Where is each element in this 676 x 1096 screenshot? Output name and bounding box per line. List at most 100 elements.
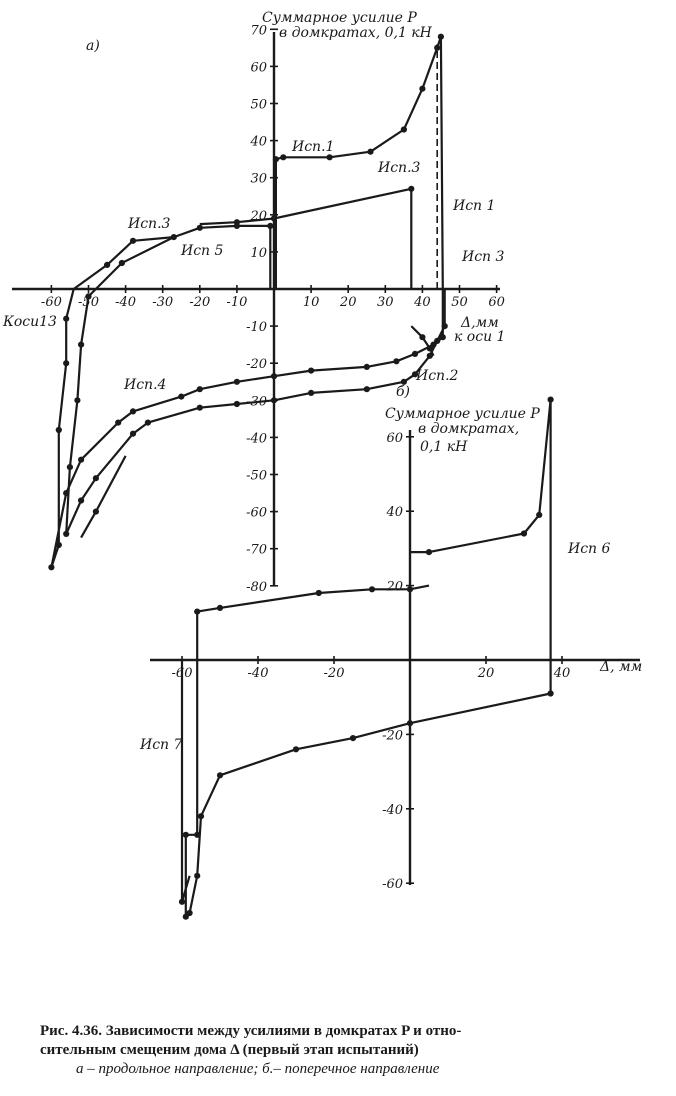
a-x-tick-label: -40 bbox=[115, 295, 136, 310]
annotation-isp2: Исп.2 bbox=[415, 368, 459, 384]
caption-line-2: сительным смещеним дома Δ (первый этап и… bbox=[40, 1042, 419, 1058]
a-data-point bbox=[419, 85, 426, 92]
panel-b-label: б) bbox=[396, 384, 410, 400]
b-data-point bbox=[547, 396, 554, 403]
b-y-tick-label: 60 bbox=[386, 431, 403, 446]
b-data-point bbox=[520, 530, 528, 537]
annotation-isp7: Исп 7 bbox=[139, 737, 183, 753]
annotation-isp3-right: Исп 3 bbox=[461, 249, 505, 265]
a-data-point bbox=[196, 404, 203, 411]
panel-b-y-title-line2: в домкратах, bbox=[418, 421, 519, 437]
panel-b-y-title-line3: 0,1 кН bbox=[420, 439, 468, 455]
a-data-point bbox=[78, 497, 85, 504]
caption-line-3: а – продольное направление; б.– поперечн… bbox=[76, 1061, 440, 1077]
b-y-tick-label: -20 bbox=[382, 728, 403, 743]
annotation-isp3-left: Исп.3 bbox=[127, 216, 171, 232]
a-x-tick-label: 30 bbox=[377, 295, 394, 310]
b-data-point bbox=[536, 511, 543, 518]
b-data-point bbox=[194, 872, 201, 879]
a-data-point bbox=[144, 419, 151, 426]
a-data-point bbox=[439, 334, 446, 341]
a-data-point bbox=[63, 315, 70, 322]
a-x-tick-label: -60 bbox=[41, 295, 62, 310]
b-y-tick-label: -40 bbox=[382, 803, 403, 818]
a-data-point bbox=[178, 393, 185, 400]
a-data-point bbox=[196, 224, 203, 231]
a-data-point bbox=[267, 222, 274, 229]
a-data-point bbox=[233, 378, 240, 385]
a-series-line bbox=[50, 224, 444, 569]
b-x-tick-label: 40 bbox=[553, 666, 571, 681]
a-data-point bbox=[92, 508, 99, 515]
panel-a-axes bbox=[12, 32, 500, 585]
a-data-point bbox=[441, 323, 448, 330]
a-data-point bbox=[272, 156, 279, 163]
a-data-point bbox=[434, 44, 441, 51]
a-data-point bbox=[400, 378, 407, 385]
a-series-line bbox=[65, 236, 446, 536]
a-data-point bbox=[129, 408, 137, 415]
b-data-point bbox=[547, 690, 554, 697]
a-data-point bbox=[426, 345, 433, 352]
a-data-point bbox=[78, 456, 85, 463]
panel-a-label: а) bbox=[86, 38, 100, 54]
b-data-point bbox=[182, 913, 189, 920]
a-y-tick-label: -80 bbox=[246, 580, 267, 595]
a-data-point bbox=[118, 259, 125, 267]
annotation-isp1: Исп.1 bbox=[291, 139, 334, 155]
annotation-isp5: Исп 5 bbox=[180, 243, 224, 259]
panel-b-x-title: Δ, мм bbox=[599, 659, 642, 675]
a-data-point bbox=[437, 33, 444, 40]
a-data-point bbox=[233, 219, 240, 226]
a-data-point bbox=[129, 237, 137, 244]
a-y-tick-label: -10 bbox=[246, 320, 267, 335]
a-y-tick-label: 10 bbox=[250, 246, 267, 261]
a-series-line bbox=[410, 325, 435, 357]
panel-a-annotations: Исп.1 Исп.3 Исп 1 Исп 3 Исп.3 Исп 5 Исп.… bbox=[123, 139, 505, 393]
panel-b-series bbox=[178, 396, 554, 920]
a-y-tick-label: -40 bbox=[246, 431, 267, 446]
a-data-point bbox=[104, 261, 111, 268]
a-data-point bbox=[411, 371, 419, 378]
a-y-tick-label: -20 bbox=[246, 357, 267, 372]
a-data-point bbox=[115, 419, 122, 426]
a-data-point bbox=[280, 154, 287, 161]
a-data-point bbox=[63, 360, 70, 367]
b-y-tick-label: 40 bbox=[385, 505, 403, 520]
a-y-tick-label: 60 bbox=[250, 60, 267, 75]
b-x-tick-label: -20 bbox=[324, 666, 345, 681]
a-x-tick-label: 60 bbox=[488, 295, 505, 310]
annotation-isp3-top: Исп.3 bbox=[377, 160, 421, 176]
a-y-tick-label: -50 bbox=[246, 469, 267, 484]
a-data-point bbox=[55, 426, 62, 434]
a-data-point bbox=[270, 373, 278, 380]
a-data-point bbox=[393, 358, 400, 365]
a-y-tick-label: 70 bbox=[250, 23, 267, 38]
b-data-point bbox=[425, 549, 433, 556]
a-series-line bbox=[199, 187, 413, 289]
a-data-point bbox=[74, 397, 81, 404]
a-data-point bbox=[85, 293, 92, 300]
b-x-tick-label: 20 bbox=[477, 666, 495, 681]
a-series-line bbox=[274, 35, 444, 290]
a-x-tick-label: 40 bbox=[413, 295, 431, 310]
a-y-tick-label: 30 bbox=[250, 172, 267, 187]
panel-a-x-title-line1: Δ,мм bbox=[460, 315, 499, 331]
a-data-point bbox=[196, 386, 203, 393]
b-data-point bbox=[315, 589, 322, 597]
b-data-point bbox=[197, 813, 205, 820]
panel-a-y-title-line1: Суммарное усилие P bbox=[262, 10, 417, 26]
panel-a-left-axis-label: Косu13 bbox=[2, 314, 57, 330]
a-data-point bbox=[270, 215, 278, 222]
a-x-tick-label: -10 bbox=[226, 295, 247, 310]
panel-a-series bbox=[48, 33, 448, 571]
a-data-point bbox=[400, 126, 407, 133]
b-data-point bbox=[194, 608, 201, 615]
a-data-point bbox=[78, 341, 85, 348]
b-data-point bbox=[368, 586, 376, 593]
b-data-point bbox=[186, 909, 193, 917]
b-data-point bbox=[216, 772, 224, 779]
a-data-point bbox=[63, 530, 70, 538]
